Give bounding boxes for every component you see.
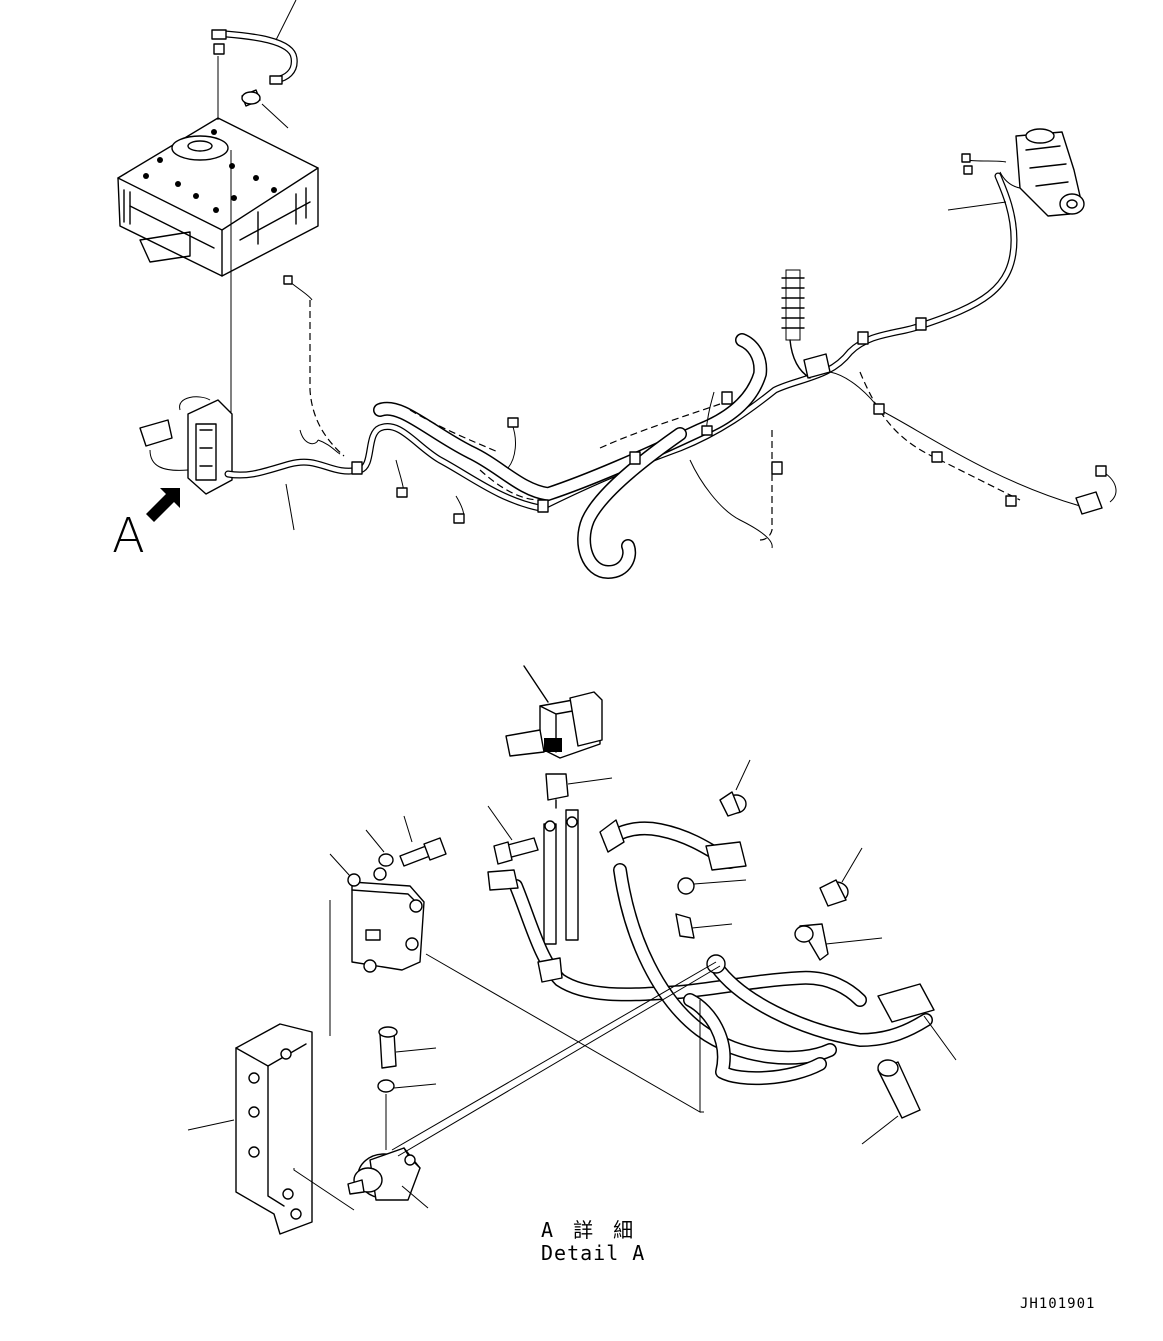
connector-stack bbox=[781, 269, 831, 379]
detail-battery-cable bbox=[706, 954, 957, 1061]
leader-lines-upper bbox=[261, 0, 1007, 531]
detail-long-wire bbox=[391, 961, 721, 1157]
detail-relay bbox=[505, 665, 603, 759]
harness-cover-hose bbox=[373, 333, 768, 579]
detail-title-jp: A 詳 細 bbox=[541, 1218, 638, 1242]
detail-guide-lines bbox=[425, 953, 704, 1113]
branch-wires bbox=[283, 275, 1117, 549]
detail-bolt-set-3 bbox=[377, 1026, 437, 1150]
detail-harness bbox=[487, 819, 867, 1086]
detail-battery-relay bbox=[347, 1147, 429, 1209]
detail-terminal-posts bbox=[543, 809, 579, 945]
view-direction-arrow-icon bbox=[146, 488, 180, 522]
starter-motor bbox=[961, 128, 1085, 217]
view-letter-label: A bbox=[112, 508, 145, 564]
detail-bolt-set-2 bbox=[487, 805, 539, 865]
detail-title-en: Detail A bbox=[541, 1241, 646, 1265]
battery-cable bbox=[211, 29, 298, 430]
relay-box bbox=[139, 396, 233, 495]
detail-bolt-set-1 bbox=[365, 815, 447, 867]
detail-terminal-caps bbox=[675, 759, 921, 1145]
harness-clips bbox=[351, 317, 1017, 513]
detail-fuse-holder bbox=[545, 773, 613, 809]
drawing-code: JH101901 bbox=[1020, 1296, 1096, 1312]
battery-box bbox=[117, 117, 319, 277]
detail-bracket-plate bbox=[187, 900, 355, 1235]
detail-relay-bracket bbox=[329, 853, 425, 973]
